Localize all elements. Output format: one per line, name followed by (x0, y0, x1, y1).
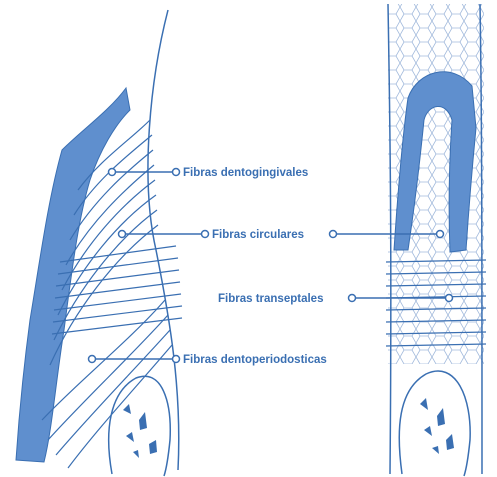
label-text-dentoperiosteal: Fibras dentoperiodosticas (183, 354, 327, 366)
bone-crest-left (109, 376, 171, 476)
tooth-outline-left (148, 10, 179, 470)
leader-dot-dentogingival-end (173, 169, 180, 176)
leader-dot-circular-right-start (330, 231, 337, 238)
leader-dot-dentoperiosteal-end (173, 356, 180, 363)
label-text-dentogingival: Fibras dentogingivales (183, 167, 308, 179)
label-dentoperiosteal: Fibras dentoperiodosticas (89, 354, 327, 366)
leader-dot-circular-right-end (437, 231, 444, 238)
gingiva-left (16, 88, 130, 462)
leader-dot-transseptal-end (446, 295, 453, 302)
leader-dot-circular-end (202, 231, 209, 238)
leader-dot-transseptal-start (349, 295, 356, 302)
label-text-transseptal: Fibras transeptales (218, 293, 323, 305)
leader-dot-dentogingival-start (109, 169, 116, 176)
bone-crest-right (399, 371, 470, 476)
leader-dot-dentoperiosteal-start (89, 356, 96, 363)
bone-marrow-spots-right (420, 398, 454, 454)
bone-marrow-spots-left (123, 404, 157, 458)
leader-dot-circular-start (119, 231, 126, 238)
label-text-circular: Fibras circulares (212, 229, 304, 241)
label-dentogingival: Fibras dentogingivales (109, 167, 309, 179)
